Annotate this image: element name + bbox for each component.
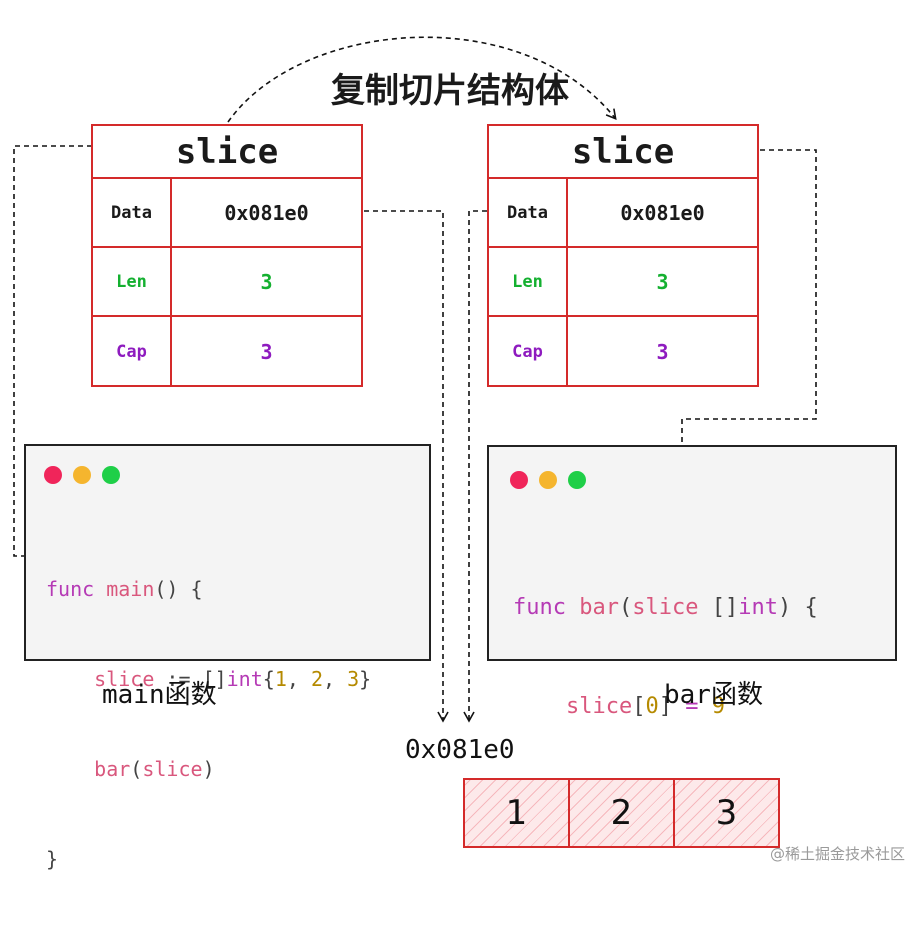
main-code: func main() { slice := []int{1, 2, 3} ba…	[46, 514, 371, 934]
len-value: 3	[656, 269, 669, 294]
diagram-title: 复制切片结构体	[331, 71, 569, 111]
number: 1	[274, 667, 287, 691]
data-row: Data 0x081e0	[93, 179, 361, 248]
number: 3	[347, 667, 360, 691]
function-name: bar	[579, 595, 619, 620]
code-line: slice[0] = 9	[513, 690, 818, 723]
cap-row: Cap 3	[489, 317, 757, 387]
parameter: slice	[632, 595, 699, 620]
punctuation: (	[618, 595, 633, 620]
punctuation: )	[202, 757, 215, 781]
keyword: func	[46, 577, 95, 601]
bar-code-window: func bar(slice []int) { slice[0] = 9 }	[487, 445, 897, 818]
bar-function-label: bar函数	[664, 680, 763, 710]
main-function-label: main函数	[102, 680, 217, 710]
left-slice-table: slice Data 0x081e0 Len 3 Cap 3	[91, 124, 363, 387]
window-controls	[44, 466, 120, 484]
data-value: 0x081e0	[224, 200, 309, 225]
punctuation: ,	[286, 667, 311, 691]
variable: slice	[565, 694, 633, 719]
close-dot-icon	[510, 471, 528, 489]
operator: =	[671, 694, 712, 719]
number: 0	[645, 694, 659, 719]
slice-header: slice	[489, 126, 757, 179]
len-row: Len 3	[93, 248, 361, 317]
code-line: }	[46, 847, 59, 871]
operator: := []	[154, 667, 227, 691]
data-value: 0x081e0	[620, 200, 705, 225]
watermark: @稀土掘金技术社区	[769, 845, 905, 863]
minimize-dot-icon	[539, 471, 557, 489]
function-call: bar	[94, 757, 131, 781]
window-controls	[510, 471, 586, 489]
array-cell: 2	[570, 780, 675, 846]
variable: slice	[94, 667, 155, 691]
punctuation: ]	[658, 694, 672, 719]
code-line: func main() {	[46, 574, 371, 604]
right-data-arrow	[463, 210, 487, 723]
punctuation: }	[359, 667, 372, 691]
array-cell: 3	[675, 780, 778, 846]
array-address-label: 0x081e0	[405, 735, 515, 765]
bar-code: func bar(slice []int) { slice[0] = 9 }	[513, 525, 818, 888]
len-label: Len	[93, 248, 172, 315]
cap-label: Cap	[489, 317, 568, 387]
len-label: Len	[489, 248, 568, 315]
punctuation: {	[262, 667, 275, 691]
data-row: Data 0x081e0	[489, 179, 757, 248]
number: 2	[310, 667, 323, 691]
code-line: slice := []int{1, 2, 3}	[46, 664, 371, 694]
function-name: main	[106, 577, 155, 601]
number: 9	[711, 694, 725, 719]
cap-row: Cap 3	[93, 317, 361, 387]
punctuation: [	[632, 694, 646, 719]
cap-value: 3	[656, 340, 669, 364]
punctuation: (	[130, 757, 143, 781]
underlying-array: 1 2 3	[463, 778, 780, 848]
right-slice-table: slice Data 0x081e0 Len 3 Cap 3	[487, 124, 759, 387]
punctuation: ) {	[777, 595, 818, 620]
close-dot-icon	[44, 466, 62, 484]
slice-header: slice	[93, 126, 361, 179]
data-label: Data	[489, 179, 568, 246]
argument: slice	[142, 757, 203, 781]
main-code-window: func main() { slice := []int{1, 2, 3} ba…	[24, 444, 431, 871]
punctuation: ,	[323, 667, 348, 691]
keyword: func	[513, 595, 566, 620]
maximize-dot-icon	[568, 471, 586, 489]
code-line: func bar(slice []int) {	[513, 591, 818, 624]
type-name: int	[738, 595, 778, 620]
code-line: bar(slice)	[46, 754, 371, 784]
len-value: 3	[260, 269, 273, 294]
type-name: int	[226, 667, 263, 691]
cap-label: Cap	[93, 317, 172, 387]
minimize-dot-icon	[73, 466, 91, 484]
data-label: Data	[93, 179, 172, 246]
len-row: Len 3	[489, 248, 757, 317]
maximize-dot-icon	[102, 466, 120, 484]
punctuation: []	[698, 595, 739, 620]
cap-value: 3	[260, 340, 273, 364]
array-cell: 1	[465, 780, 570, 846]
punctuation: () {	[154, 577, 203, 601]
